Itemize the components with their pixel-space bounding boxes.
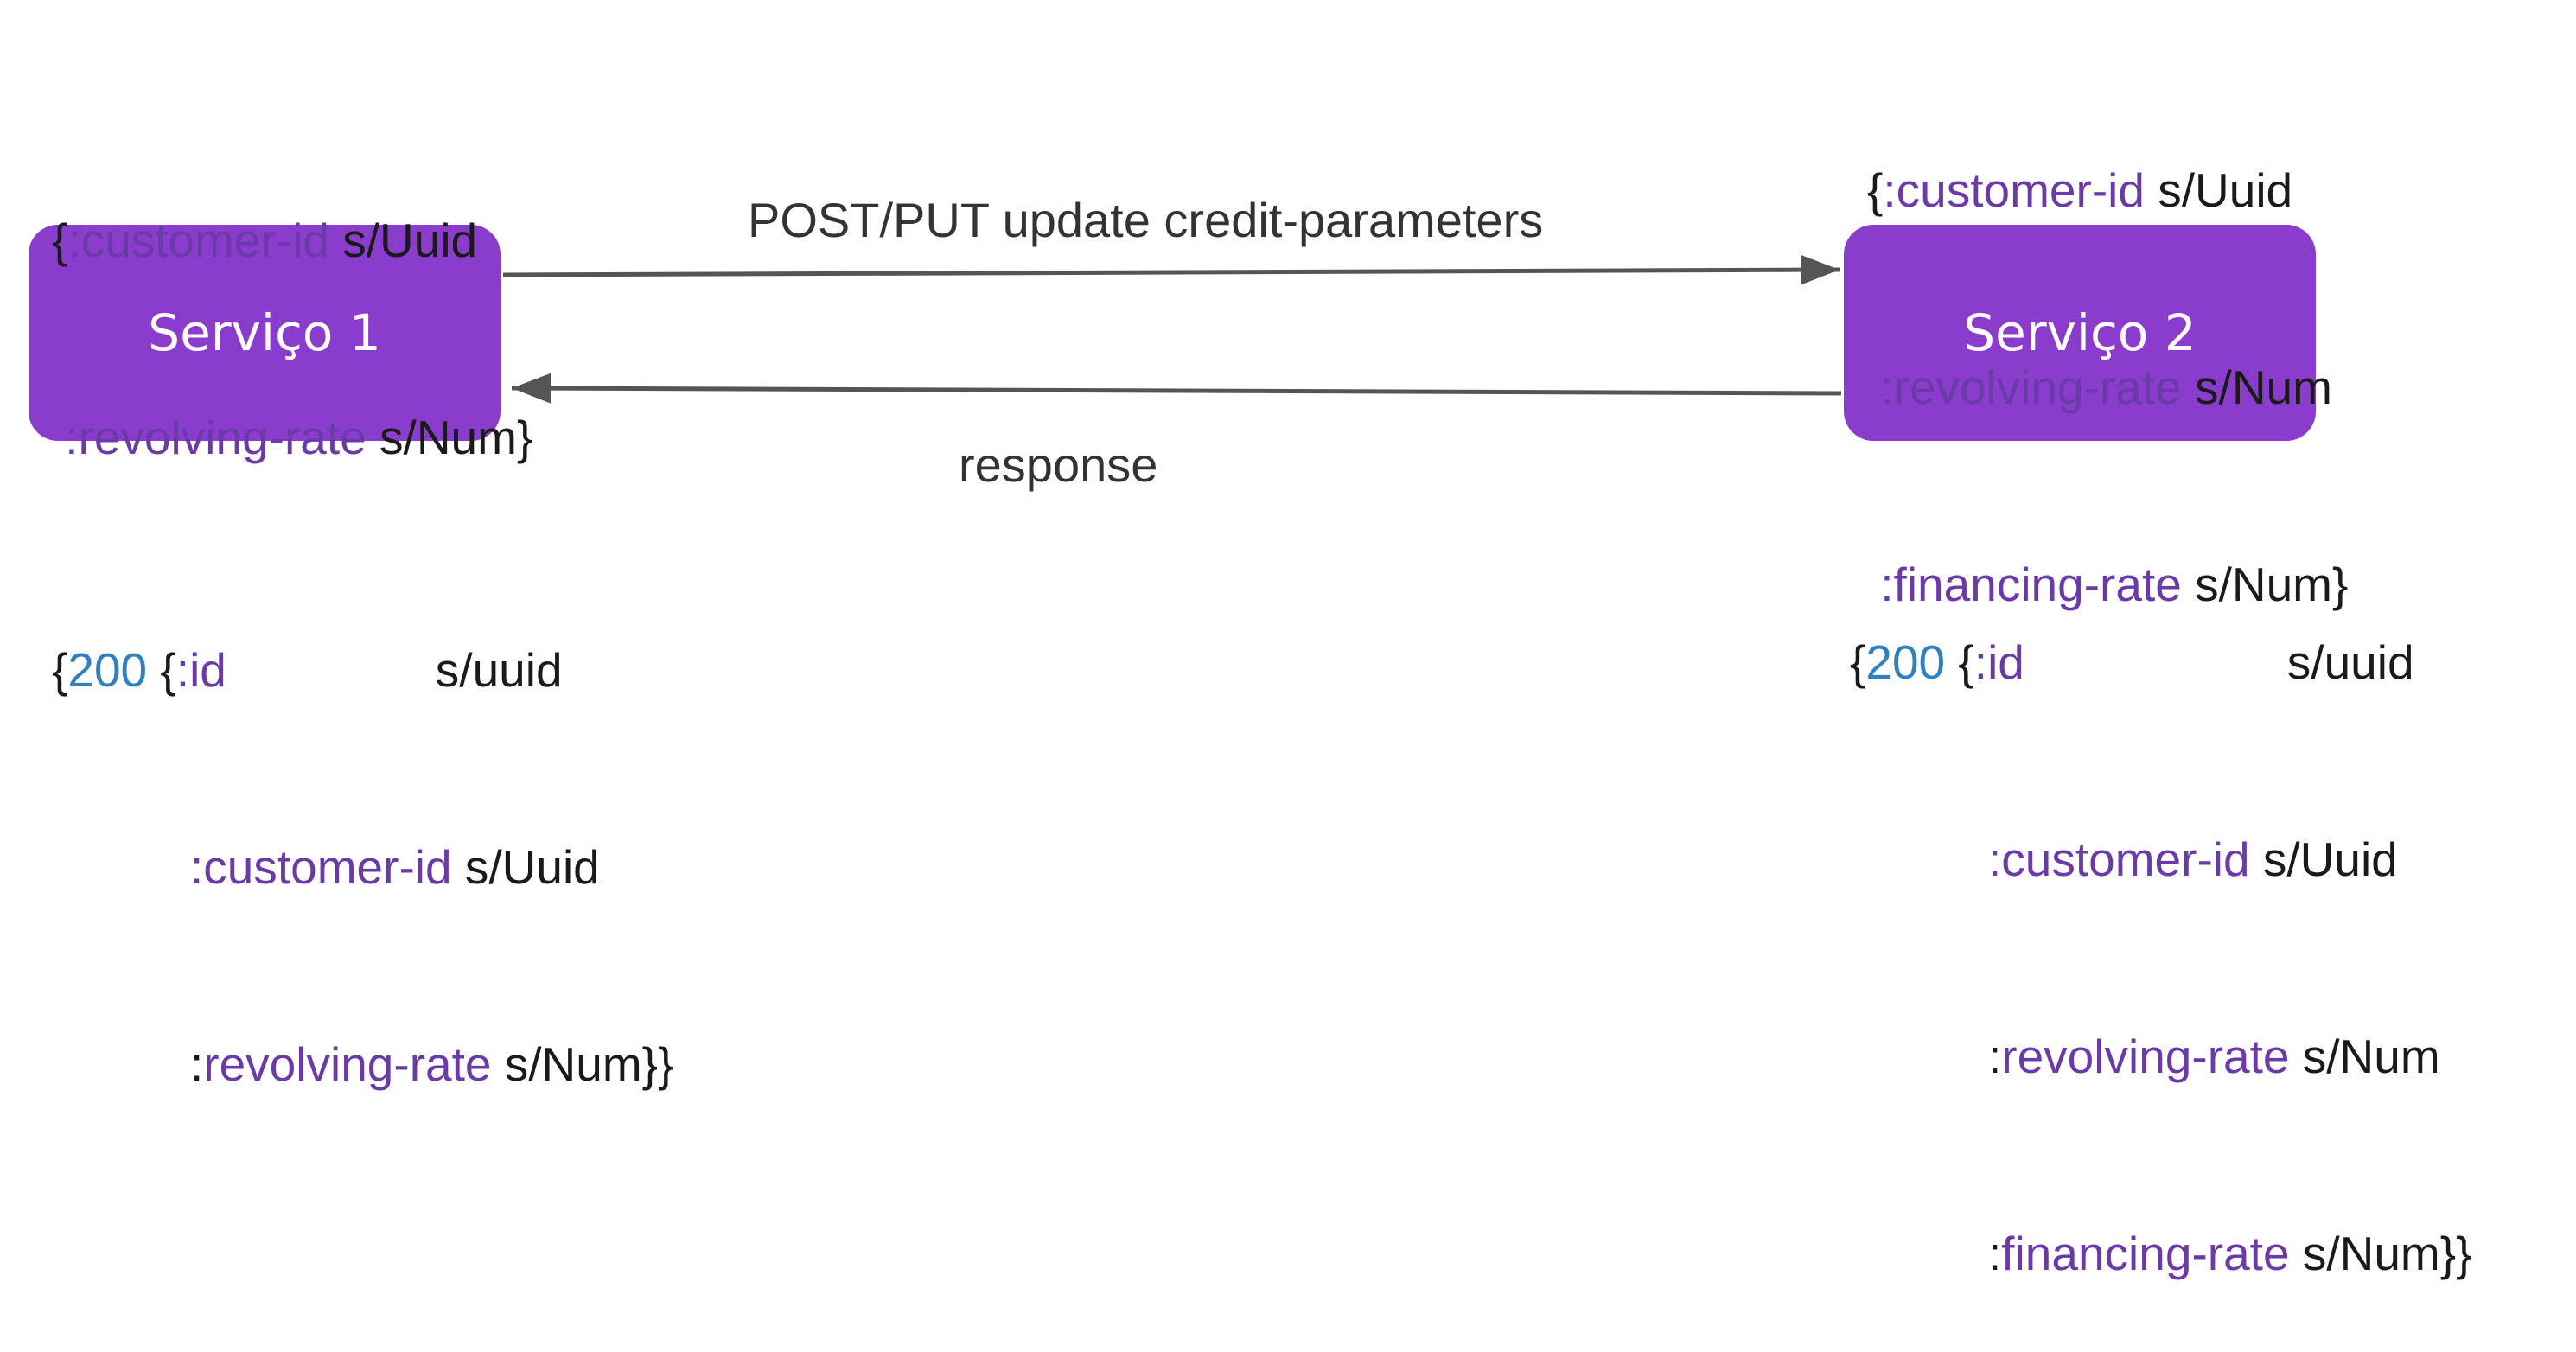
schema-line: {:customer-id s/Uuid <box>1867 163 2293 217</box>
service-1-label: Serviço 1 <box>148 303 381 362</box>
response-label: response <box>959 437 1158 492</box>
response-arrow <box>511 373 1842 404</box>
schema-line: :revolving-rate s/Num}} <box>190 1037 674 1091</box>
status-code: 200 <box>1865 635 1946 689</box>
service-2-label: Serviço 2 <box>1963 303 2197 362</box>
schema-line: :revolving-rate s/Num} <box>65 411 533 464</box>
request-label: POST/PUT update credit-parameters <box>748 193 1544 247</box>
service-1-request-schema: {:customer-id s/Uuid :revolving-rate s/N… <box>52 76 532 536</box>
arrows-layer <box>502 254 1842 404</box>
request-arrow <box>502 254 1840 285</box>
schema-line: :revolving-rate s/Num <box>1880 360 2332 414</box>
schema-line: :revolving-rate s/Num <box>1988 1030 2440 1083</box>
service-2-request-schema: {:customer-id s/Uuid :revolving-rate s/N… <box>1867 26 2348 683</box>
schema-line: :customer-id s/Uuid <box>1988 832 2398 886</box>
schema-line: :customer-id s/Uuid <box>190 840 600 894</box>
schema-line: :financing-rate s/Num}} <box>1988 1227 2472 1280</box>
service-1-box[interactable]: Serviço 1 <box>29 225 501 441</box>
schema-line: :financing-rate s/Num} <box>1880 558 2349 611</box>
status-code: 200 <box>67 643 148 697</box>
schema-line: {:customer-id s/Uuid <box>52 214 478 267</box>
service-2-box[interactable]: Serviço 2 <box>1844 225 2316 441</box>
